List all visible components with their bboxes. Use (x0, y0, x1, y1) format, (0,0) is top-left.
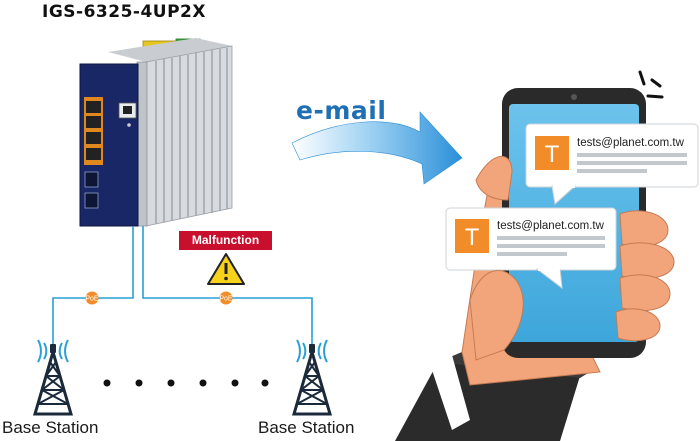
base-station-label-right: Base Station (258, 418, 355, 437)
poe-badge-left: PoE (85, 291, 99, 305)
poe-badge-right: PoE (219, 291, 233, 305)
notification-alert-marks (638, 70, 664, 99)
svg-text:PoE: PoE (219, 296, 233, 303)
switch-device (79, 38, 233, 227)
malfunction-badge: Malfunction (179, 231, 272, 250)
warning-icon (207, 253, 245, 285)
ellipsis-dots (103, 379, 269, 387)
notification-card-1: T tests@planet.com.tw (525, 123, 699, 205)
avatar-1: T (535, 136, 569, 170)
sender-1: tests@planet.com.tw (577, 137, 685, 149)
base-station-tower-left (33, 339, 73, 416)
sender-2: tests@planet.com.tw (497, 220, 605, 232)
svg-text:PoE: PoE (85, 296, 99, 303)
base-station-label-left: Base Station (2, 418, 99, 437)
notification-card-2: T tests@planet.com.tw (445, 207, 617, 290)
hand-fingers (475, 155, 675, 342)
avatar-2: T (455, 219, 489, 253)
base-station-tower-right (292, 339, 332, 416)
email-arrow (291, 111, 463, 185)
email-label: e-mail (296, 96, 387, 125)
device-model-title: IGS-6325-4UP2X (42, 2, 206, 22)
thumb (469, 270, 524, 361)
svg-text:T: T (545, 141, 560, 168)
svg-text:T: T (465, 224, 480, 251)
